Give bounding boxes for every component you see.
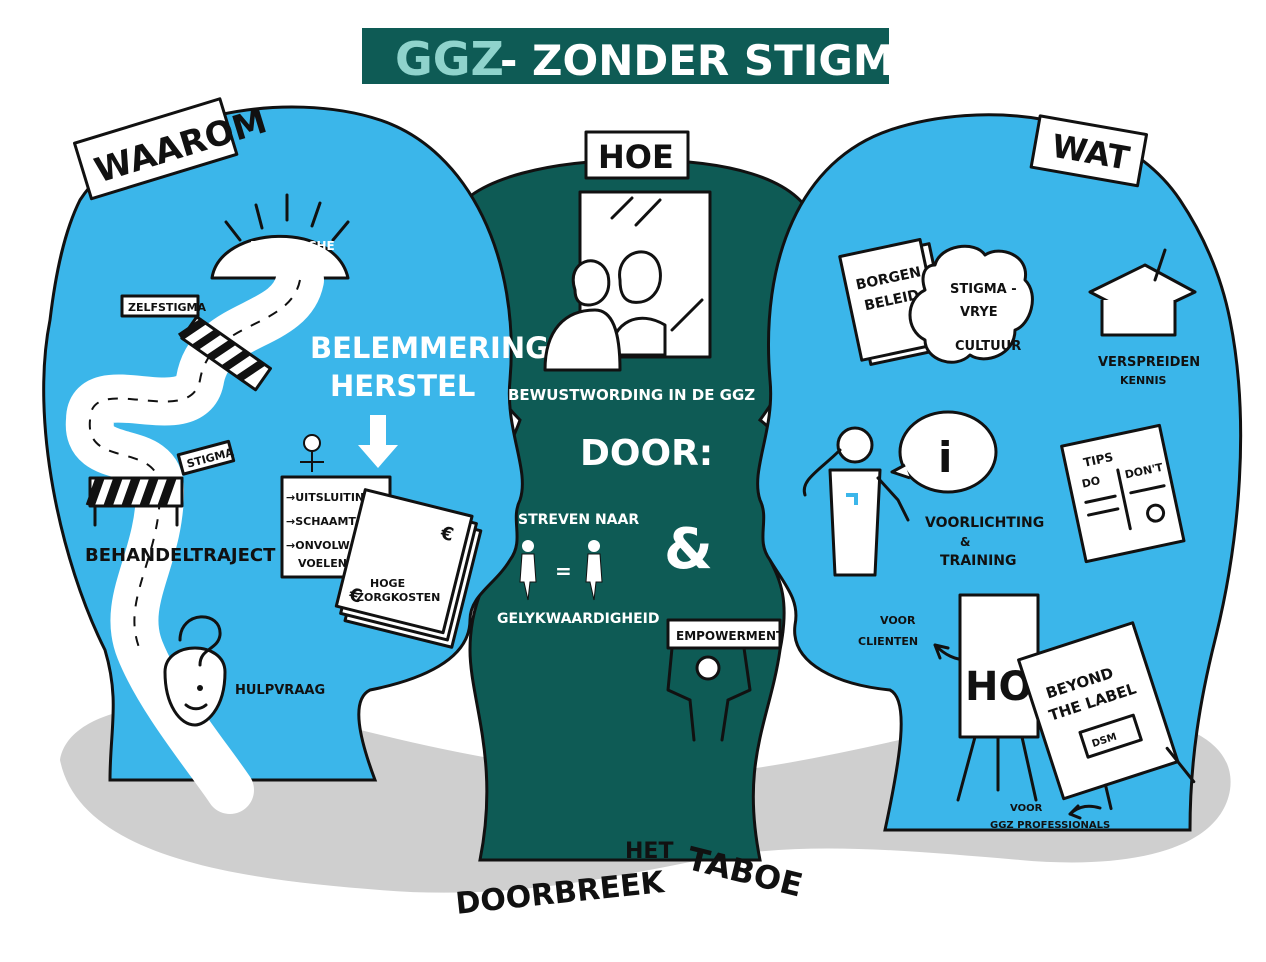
svg-text:VOELEN: VOELEN xyxy=(298,557,347,570)
svg-text:TIPS: TIPS xyxy=(1082,450,1114,470)
hoe-header: HOE xyxy=(584,130,690,180)
barrier-zelfstigma xyxy=(177,315,272,392)
money-stack-icon: € € xyxy=(334,488,483,649)
tips-sheet-icon: TIPS DO DON'T xyxy=(1060,423,1186,564)
beyond-label-book-icon: BEYOND THE LABEL DSM xyxy=(1017,621,1196,811)
hoge-label: HOGE xyxy=(370,577,405,590)
belemmering-label: BELEMMERING xyxy=(310,331,549,365)
stigma-vrije-3: CULTUUR xyxy=(955,339,1021,354)
svg-text:€: € xyxy=(438,522,456,546)
voor-clienten-2: CLIENTEN xyxy=(858,635,918,648)
psychische-label: PSYCHISCHE xyxy=(250,239,335,253)
footer-het: HET xyxy=(625,839,673,864)
empowerment-sign: EMPOWERMENT xyxy=(666,618,785,650)
hulpvraag-label: HULPVRAAG xyxy=(235,683,325,698)
title-banner xyxy=(362,28,889,84)
voorlichting-amp: & xyxy=(960,535,970,549)
title-ggz: GGZ xyxy=(395,32,504,86)
svg-text:i: i xyxy=(938,433,952,482)
stick-figure-icon xyxy=(300,434,324,472)
stigma-vrije-1: STIGMA - xyxy=(950,282,1017,297)
behandeltraject-label: BEHANDELTRAJECT xyxy=(85,545,276,566)
voor-prof-2: GGZ PROFESSIONALS xyxy=(990,820,1110,831)
training-label: TRAINING xyxy=(940,553,1017,569)
zorgkosten-label: ZORGKOSTEN xyxy=(356,591,440,604)
svg-text:DO: DO xyxy=(1081,474,1102,491)
equal-people-icon xyxy=(519,540,603,601)
herstel-label: HERSTEL xyxy=(330,369,475,403)
down-arrow-icon xyxy=(358,415,398,468)
stigma-vrije-2: VRYE xyxy=(960,305,998,320)
ampersand: & xyxy=(664,517,713,582)
person-back-icon xyxy=(543,259,622,372)
title-rest: - ZONDER STIGMA xyxy=(500,36,928,85)
svg-text:HOE: HOE xyxy=(598,138,674,176)
question-head-icon xyxy=(163,615,227,727)
equals-sign: = xyxy=(555,559,572,583)
cloud-shape xyxy=(908,244,1034,364)
streven-label: STREVEN NAAR xyxy=(518,512,639,528)
zelfstigma-tag: ZELFSTIGMA xyxy=(120,294,207,318)
strong-figure-icon xyxy=(666,646,752,742)
svg-text:€: € xyxy=(346,584,364,608)
bewustwording-label: BEWUSTWORDING IN DE GGZ xyxy=(508,386,755,404)
info-bubble-icon: i xyxy=(890,410,998,494)
wat-header: WAT xyxy=(1029,114,1149,188)
voor-clienten-1: VOOR xyxy=(880,614,916,627)
arrow-to-book-icon xyxy=(1068,804,1102,820)
barrier-stigma xyxy=(85,476,184,527)
voor-prof-1: VOOR xyxy=(1010,803,1043,814)
svg-text:→SCHAAMTE: →SCHAAMTE xyxy=(286,515,363,528)
graduation-cap-icon xyxy=(1088,248,1197,337)
svg-text:→UITSLUITING: →UITSLUITING xyxy=(286,491,373,504)
door-label: DOOR: xyxy=(580,433,713,474)
voorlichting-label: VOORLICHTING xyxy=(925,515,1044,531)
kennis-label: KENNIS xyxy=(1120,374,1167,387)
verspreiden-label: VERSPREIDEN xyxy=(1098,355,1200,370)
svg-text:ZELFSTIGMA: ZELFSTIGMA xyxy=(128,301,207,314)
gelijkwaardigheid-label: GELYKWAARDIGHEID xyxy=(497,611,659,627)
presenter-figure-icon xyxy=(802,426,910,577)
svg-text:EMPOWERMENT: EMPOWERMENT xyxy=(676,629,785,643)
